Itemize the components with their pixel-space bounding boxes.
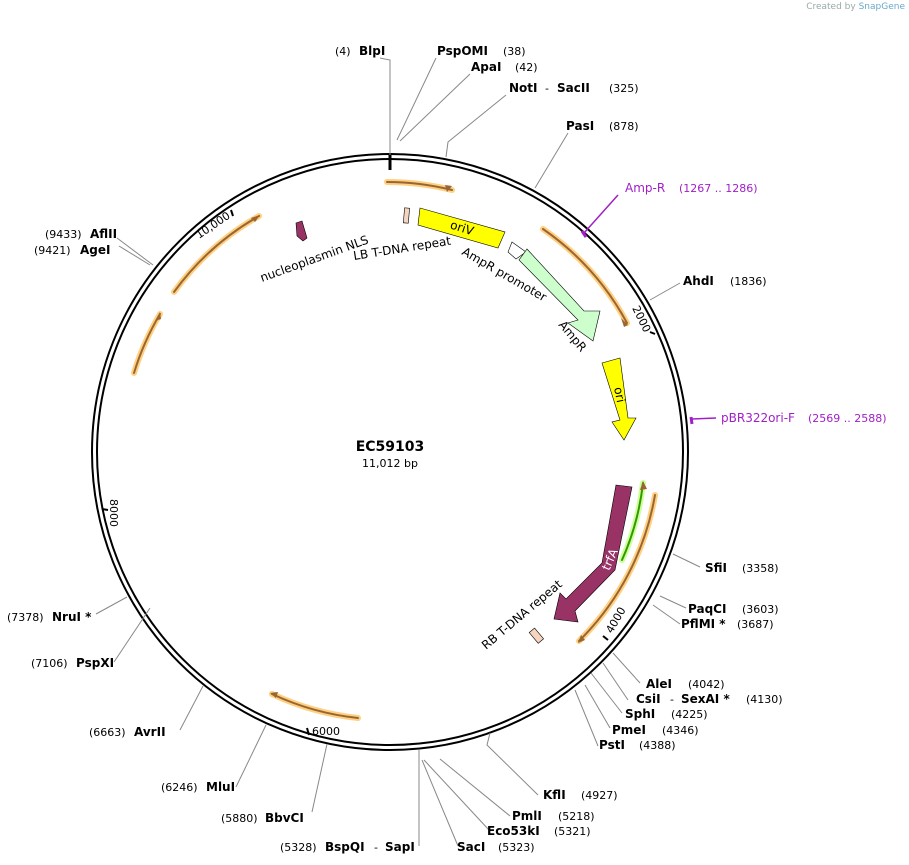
primer-amp-r-leader <box>583 194 619 234</box>
enzyme-eco53ki-pos: (5321) <box>554 825 591 838</box>
snapgene-logo: SnapGene <box>858 2 905 12</box>
enzyme-nrui: NruI * <box>52 610 92 624</box>
enzyme-aflii-pos: (9433) <box>45 228 82 241</box>
enzyme-csii-pos: (4130) <box>746 693 783 706</box>
feature-ampr-promoter-arrow <box>507 241 527 260</box>
enzyme-pflmi: PflMI * <box>681 617 726 631</box>
enzyme-sphi: SphI <box>625 707 655 721</box>
label-ori: ori <box>611 386 628 404</box>
enzyme-bspqi-dash: - <box>374 841 378 854</box>
enzyme-sapi: SapI <box>385 840 415 854</box>
enzyme-ahdi-pos: (1836) <box>730 275 767 288</box>
credit-created-by: Created by <box>806 2 856 12</box>
tick-8000: 8000 <box>107 499 120 527</box>
feature-nls-arrow <box>295 220 308 242</box>
tick-2000: 2000 <box>629 304 653 335</box>
snapgene-credit: Created by SnapGene <box>806 2 905 12</box>
enzyme-bspqi: BspQI <box>325 840 365 854</box>
enzyme-kfli-pos: (4927) <box>581 789 618 802</box>
enzyme-bspqi-pos: (5328) <box>280 841 317 854</box>
enzyme-pasi-pos: (878) <box>609 120 639 133</box>
enzyme-sphi-pos: (4225) <box>671 708 708 721</box>
feature-lb-repeat-box <box>402 207 410 224</box>
enzyme-agei-pos: (9421) <box>34 244 71 257</box>
enzyme-paqci: PaqCI <box>688 602 726 616</box>
orf-arc-2 <box>540 226 630 326</box>
enzyme-psti: PstI <box>599 738 625 752</box>
enzyme-apai: ApaI <box>471 60 501 74</box>
enzyme-pasi: PasI <box>566 119 594 133</box>
feature-ori-arrow <box>601 357 637 441</box>
features <box>295 207 637 644</box>
enzyme-pflmi-pos: (3687) <box>737 618 774 631</box>
enzyme-pspxi: PspXI <box>76 656 114 670</box>
enzyme-saci-pos: (5323) <box>498 841 535 854</box>
primer-pbr322ori-f-range: (2569 .. 2588) <box>808 412 887 425</box>
enzyme-csii-dash: - <box>670 693 674 706</box>
enzyme-paqci-pos: (3603) <box>742 603 779 616</box>
feature-ampr-arrow <box>518 248 601 342</box>
feature-trfa-arrow <box>553 484 633 623</box>
label-rb-repeat: RB T-DNA repeat <box>479 577 565 652</box>
tick-6000: 6000 <box>312 725 340 738</box>
enzyme-noti: NotI <box>509 81 538 95</box>
primer-amp-r-range: (1267 .. 1286) <box>679 182 758 195</box>
primer-pbr322ori-f-name: pBR322ori-F <box>721 411 795 425</box>
primer-pbr322ori-f-leader <box>691 417 717 420</box>
enzyme-eco53ki: Eco53kI <box>487 824 540 838</box>
feature-orIV-arrow <box>417 207 506 249</box>
enzyme-pspomi: PspOMI <box>437 44 488 58</box>
enzyme-sexai: SexAI * <box>681 692 730 706</box>
enzyme-bbvci-pos: (5880) <box>221 812 258 825</box>
orf-arrows <box>131 179 658 721</box>
enzyme-pmli: PmlI <box>512 809 542 823</box>
orf-arrowheads <box>155 185 647 698</box>
orf-arc-5 <box>269 691 361 721</box>
enzyme-nrui-pos: (7378) <box>7 611 44 624</box>
enzyme-sacii: SacII <box>557 81 590 95</box>
enzyme-agei: AgeI <box>80 243 110 257</box>
plasmid-name: EC59103 <box>356 439 425 455</box>
enzyme-alei-pos: (4042) <box>688 678 725 691</box>
enzyme-blpi-pos: (4) <box>335 45 351 58</box>
feature-rb-repeat-box <box>528 627 544 644</box>
enzyme-sfii-pos: (3358) <box>742 562 779 575</box>
plasmid-length: 11,012 bp <box>362 457 418 470</box>
primer-markers <box>580 194 717 425</box>
enzyme-aflii: AflII <box>90 227 117 241</box>
enzyme-pmei-pos: (4346) <box>662 724 699 737</box>
label-oriv: oriV <box>448 218 476 239</box>
enzyme-leaders <box>95 57 701 847</box>
enzyme-mlui-pos: (6246) <box>161 781 198 794</box>
enzyme-sfii: SfiI <box>705 561 727 575</box>
enzyme-ahdi: AhdI <box>683 274 714 288</box>
enzyme-bbvci: BbvCI <box>265 811 304 825</box>
enzyme-pmei: PmeI <box>612 723 646 737</box>
enzyme-kfli: KflI <box>543 788 566 802</box>
tick-marks <box>101 209 656 736</box>
primer-amp-r-name: Amp-R <box>625 181 665 195</box>
enzyme-avrii: AvrII <box>134 725 166 739</box>
enzyme-pspomi-pos: (38) <box>503 45 526 58</box>
enzyme-alei: AleI <box>646 677 672 691</box>
enzyme-pmli-pos: (5218) <box>558 810 595 823</box>
enzyme-blpi: BlpI <box>359 44 385 58</box>
enzyme-apai-pos: (42) <box>515 61 538 74</box>
enzyme-pspxi-pos: (7106) <box>31 657 68 670</box>
enzyme-avrii-pos: (6663) <box>89 726 126 739</box>
enzyme-csii: CsiI <box>636 692 661 706</box>
enzyme-saci: SacI <box>457 840 485 854</box>
enzyme-mlui: MluI <box>206 780 235 794</box>
enzyme-noti-dash: - <box>545 82 549 95</box>
enzyme-noti-pos: (325) <box>609 82 639 95</box>
enzyme-psti-pos: (4388) <box>639 739 676 752</box>
